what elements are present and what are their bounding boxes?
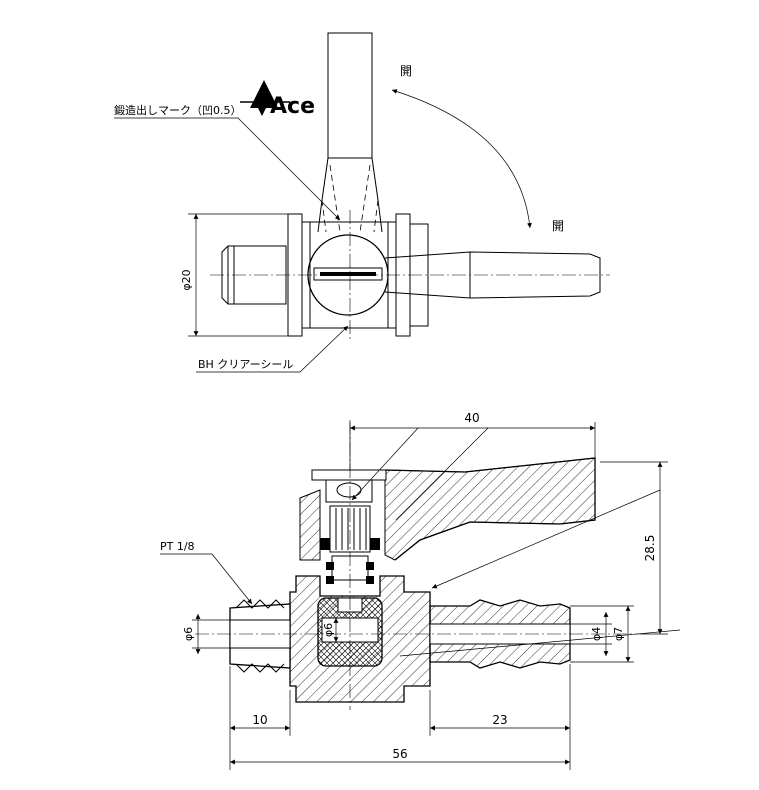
section-view <box>160 420 681 770</box>
label-open-right: 開 <box>552 219 564 233</box>
label-dim-10: 10 <box>252 713 267 727</box>
label-pt-1-8: PT 1/8 <box>160 540 195 553</box>
logo-text: Ace <box>270 94 315 119</box>
label-phi4: φ4 <box>590 627 603 641</box>
label-dim-23: 23 <box>492 713 507 727</box>
label-forged-mark: 鍛造出しマーク（凹0.5） <box>114 103 242 117</box>
label-dim-28-5: 28.5 <box>643 535 657 562</box>
label-dim-40: 40 <box>464 411 479 425</box>
label-phi20: φ20 <box>180 269 193 290</box>
label-dim-56: 56 <box>392 747 407 761</box>
label-phi6-left: φ6 <box>182 627 195 641</box>
top-view <box>114 32 610 373</box>
label-open-top: 開 <box>400 64 412 78</box>
label-phi6-mid: φ6 <box>322 623 335 637</box>
stem-splines <box>335 508 367 550</box>
label-phi7: φ7 <box>612 627 625 641</box>
ace-logo: Ace <box>240 80 315 119</box>
label-bh-seal: BH クリアーシール <box>198 358 293 371</box>
